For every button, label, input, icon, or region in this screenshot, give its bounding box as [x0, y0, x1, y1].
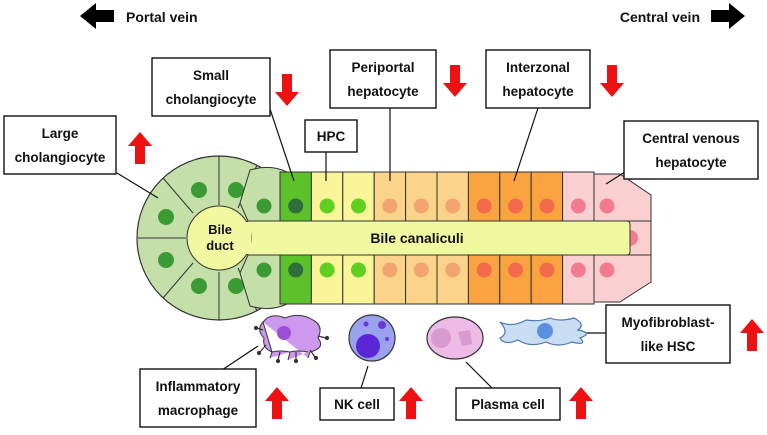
trend-arrows — [128, 65, 764, 419]
label-small-cholangiocyte: Small cholangiocyte — [151, 57, 271, 117]
up-arrow-icon — [265, 387, 289, 419]
cell-nucleus — [288, 262, 304, 278]
label-hpc: HPC — [304, 119, 358, 153]
svg-text:like HSC: like HSC — [641, 339, 696, 354]
hepatocyte-plate — [279, 171, 595, 305]
cell-nucleus — [508, 262, 523, 278]
svg-text:Central venous: Central venous — [642, 131, 740, 146]
cell-nucleus — [382, 198, 398, 214]
hepatocyte-cell — [342, 171, 375, 222]
bile-duct-label-line2: duct — [206, 238, 234, 253]
svg-text:Interzonal: Interzonal — [506, 60, 570, 75]
hepatocyte-cell — [467, 254, 501, 305]
down-arrow-icon — [275, 74, 299, 106]
central-vein-indicator: Central vein — [620, 3, 745, 29]
label-central-venous-hepatocyte: Central venous hepatocyte — [623, 120, 759, 180]
cell-nucleus — [351, 198, 366, 214]
cell-nucleus — [570, 198, 586, 214]
cell-nucleus — [476, 198, 492, 214]
cell-nucleus — [351, 262, 366, 278]
down-arrow-icon — [600, 65, 624, 97]
hepatocyte-cell — [562, 254, 595, 305]
cell-nucleus — [413, 198, 429, 214]
svg-text:Myofibroblast-: Myofibroblast- — [622, 315, 715, 330]
cell-nucleus — [539, 262, 555, 278]
hepatocyte-cell — [562, 171, 595, 222]
label-inflammatory-macrophage: Inflammatory macrophage — [139, 368, 257, 428]
cell-nucleus — [570, 262, 586, 278]
svg-text:Plasma cell: Plasma cell — [471, 397, 545, 412]
large-cholangiocyte-nuclei — [158, 182, 244, 294]
svg-text:HPC: HPC — [317, 129, 346, 144]
hepatocyte-cell — [405, 254, 438, 305]
label-interzonal-hepatocyte: Interzonal hepatocyte — [485, 49, 591, 109]
hepatocyte-cell — [310, 254, 344, 305]
cell-nucleus — [476, 262, 492, 278]
svg-text:hepatocyte: hepatocyte — [655, 155, 727, 170]
svg-text:macrophage: macrophage — [158, 403, 239, 418]
right-arrow-icon — [711, 3, 745, 29]
svg-text:cholangiocyte: cholangiocyte — [15, 150, 106, 165]
hsc-cell-icon — [499, 317, 588, 346]
label-myofibroblast-hsc: Myofibroblast- like HSC — [605, 304, 731, 364]
hepatocyte-cell — [373, 254, 407, 305]
svg-text:hepatocyte: hepatocyte — [502, 84, 574, 99]
macrophage-cell-icon — [253, 314, 330, 364]
hepatocyte-cell — [279, 254, 312, 305]
up-arrow-icon — [740, 319, 764, 351]
svg-text:cholangiocyte: cholangiocyte — [166, 92, 257, 107]
svg-text:Inflammatory: Inflammatory — [156, 379, 241, 394]
svg-text:Small: Small — [193, 68, 229, 83]
portal-vein-indicator: Portal vein — [80, 3, 198, 29]
up-arrow-icon — [128, 132, 152, 164]
hepatocyte-cell — [499, 171, 532, 222]
portal-vein-label: Portal vein — [126, 9, 198, 25]
hepatocyte-cell — [499, 254, 532, 305]
label-periportal-hepatocyte: Periportal hepatocyte — [329, 49, 437, 109]
hepatocyte-cell — [405, 171, 438, 222]
cell-nucleus — [288, 198, 304, 214]
nk-cell-icon — [348, 314, 396, 362]
cell-nucleus — [445, 262, 461, 278]
bile-canaliculi-label: Bile canaliculi — [370, 230, 463, 246]
cell-nucleus — [413, 262, 429, 278]
up-arrow-icon — [399, 387, 423, 419]
svg-text:Periportal: Periportal — [351, 60, 414, 75]
hepatocyte-cell — [436, 254, 469, 305]
label-nk-cell: NK cell — [319, 387, 395, 421]
cell-nucleus — [382, 262, 398, 278]
hepatocyte-cell — [279, 171, 312, 222]
hepatocyte-cell — [467, 171, 501, 222]
cell-nucleus — [319, 198, 335, 214]
central-vein-label: Central vein — [620, 9, 700, 25]
hepatocyte-cell — [310, 171, 344, 222]
hepatocyte-cell — [530, 254, 564, 305]
svg-text:NK cell: NK cell — [334, 397, 380, 412]
plasma-cell-icon — [426, 316, 484, 360]
label-plasma-cell: Plasma cell — [455, 387, 561, 421]
bile-canaliculi: Bile duct Bile canaliculi — [186, 205, 631, 271]
hepatocyte-cell — [436, 171, 469, 222]
up-arrow-icon — [569, 387, 593, 419]
cell-nucleus — [539, 198, 555, 214]
cell-nucleus — [445, 198, 461, 214]
svg-text:Large: Large — [42, 126, 79, 141]
hepatocyte-cell — [530, 171, 564, 222]
label-large-cholangiocyte: Large cholangiocyte — [3, 115, 117, 175]
cell-nucleus — [319, 262, 335, 278]
hepatocyte-cell — [342, 254, 375, 305]
down-arrow-icon — [443, 65, 467, 97]
bile-duct-label-line1: Bile — [208, 222, 232, 237]
cell-nucleus — [508, 198, 523, 214]
left-arrow-icon — [80, 3, 114, 29]
leader-lines — [116, 107, 629, 389]
svg-text:hepatocyte: hepatocyte — [347, 84, 419, 99]
